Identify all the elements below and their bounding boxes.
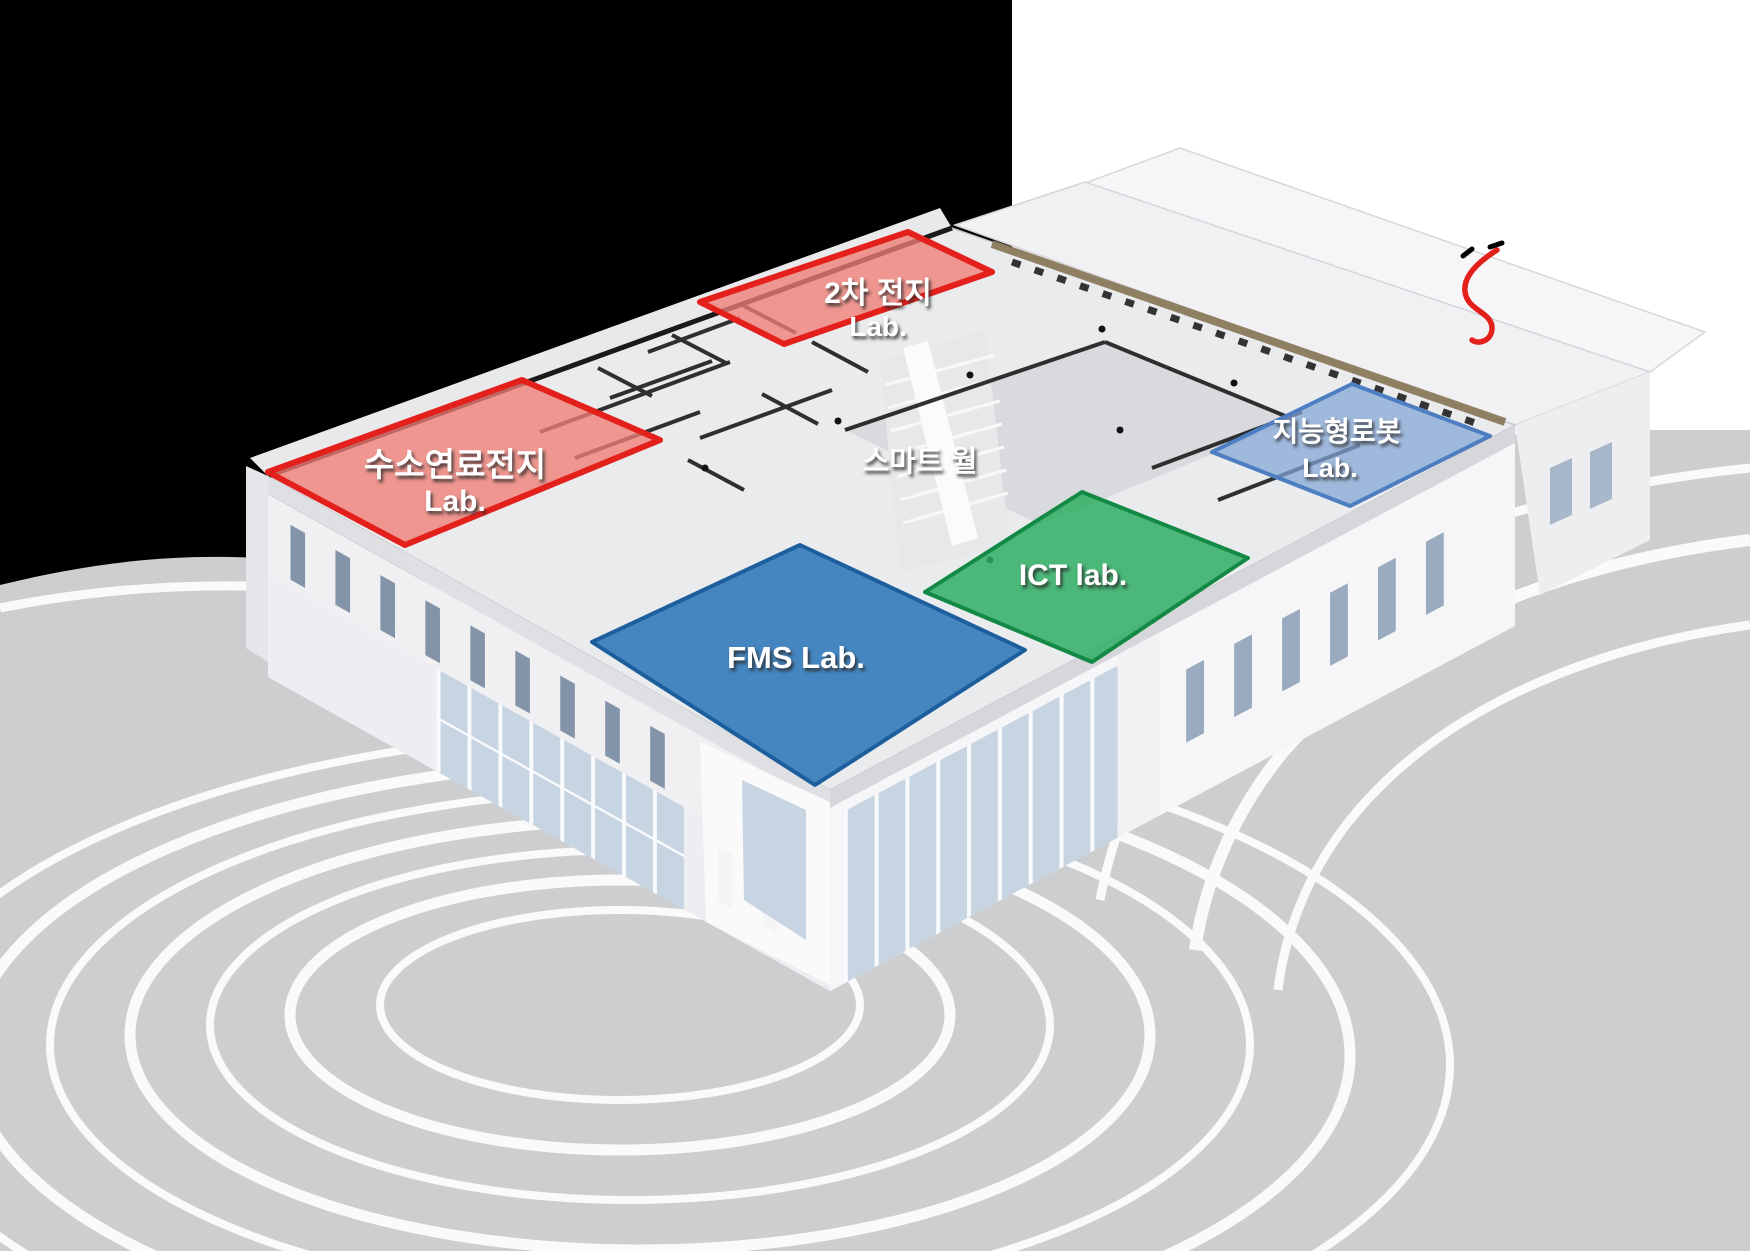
label-intelligent-robot-line1: 지능형로봇 — [1273, 416, 1402, 447]
right-facade — [830, 443, 1515, 991]
glass-curtain — [843, 665, 1118, 984]
zone-intelligent-robot — [1210, 382, 1492, 508]
left-facade-windows — [290, 524, 665, 789]
label-secondary-battery-line1: 2차 전지 — [824, 277, 932, 310]
amphitheater-arc — [376, 906, 864, 1104]
left-lower-wall — [268, 574, 437, 772]
amphitheater-arc — [284, 874, 956, 1156]
label-intelligent-robot-line2: Lab. — [1302, 453, 1358, 483]
column-dot — [834, 417, 842, 425]
right-facade-windows — [1186, 532, 1444, 743]
terrain-curve-band — [1273, 620, 1750, 991]
annex-window — [1550, 458, 1572, 525]
accent-band — [990, 240, 1507, 426]
squiggle-tip — [1487, 240, 1505, 250]
label-hydrogen-fuel-cell-line1: 수소연료전지 — [364, 446, 546, 483]
column-dot — [1230, 379, 1238, 387]
zone-ict — [923, 490, 1250, 664]
right-annex-wall — [1515, 372, 1650, 595]
annex-window — [1590, 442, 1612, 509]
lab-zones — [265, 229, 1492, 787]
glass-mullions — [843, 678, 1095, 984]
squiggle-path — [1462, 247, 1500, 345]
zone-fms — [590, 543, 1027, 787]
glass-mullions — [436, 668, 684, 895]
building — [246, 147, 1707, 991]
west-cap-wall — [246, 466, 268, 662]
label-hydrogen-fuel-cell-line2: Lab. — [424, 485, 486, 518]
slab-edge-right — [830, 425, 1515, 808]
wing-window-dashes — [1010, 258, 1480, 428]
zone-hydrogen-fuel-cell — [265, 377, 663, 548]
label-secondary-battery-line2: Lab. — [849, 311, 907, 342]
facade-pier — [1117, 632, 1159, 838]
slab-edge-left — [268, 476, 830, 808]
entrance-glass — [742, 780, 806, 940]
column-dot — [1116, 426, 1124, 434]
squiggle-marker — [1460, 240, 1505, 345]
stair-ramp — [903, 341, 978, 546]
label-ict: ICT lab. — [1019, 559, 1127, 592]
column-dot — [701, 464, 709, 472]
label-fms: FMS Lab. — [727, 640, 865, 675]
zone-secondary-battery — [697, 229, 995, 347]
column-dot — [1098, 325, 1106, 333]
squiggle-tip — [1460, 246, 1475, 259]
zone-labels: 2차 전지 Lab. 수소연료전지 Lab. 스마트 월 지능형로봇 Lab. … — [364, 277, 1401, 675]
label-smart-wall: 스마트 월 — [863, 445, 978, 478]
column-dot — [966, 371, 974, 379]
